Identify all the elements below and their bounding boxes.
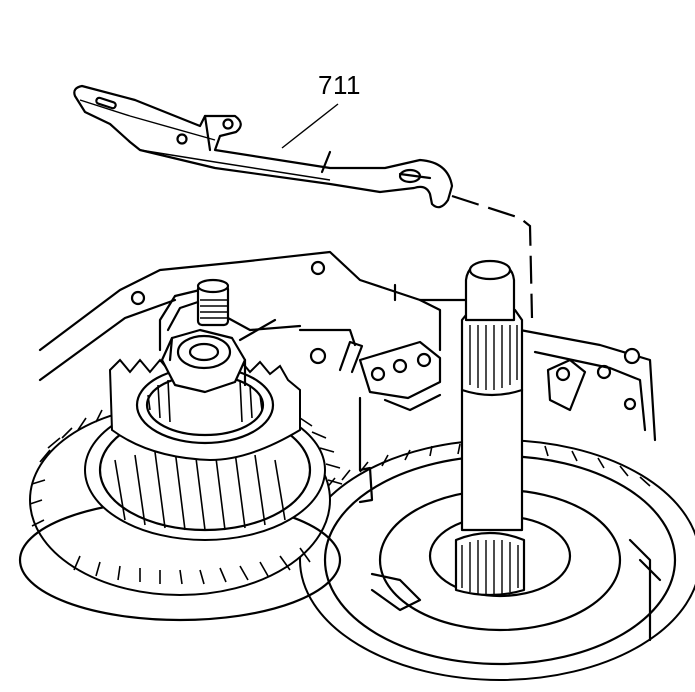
- helical-gear-assembly: [84, 358, 326, 541]
- retaining-nut: [160, 328, 247, 394]
- shift-bracket-711: [73, 84, 454, 209]
- transmission-case: [38, 250, 657, 442]
- detent-spring: [158, 278, 302, 352]
- alignment-dashed-line: [451, 194, 534, 319]
- input-shaft: [454, 259, 526, 597]
- case-mounting-boss: [338, 340, 587, 472]
- callout-label-711: 711: [318, 70, 361, 100]
- case-right-edge: [370, 538, 662, 642]
